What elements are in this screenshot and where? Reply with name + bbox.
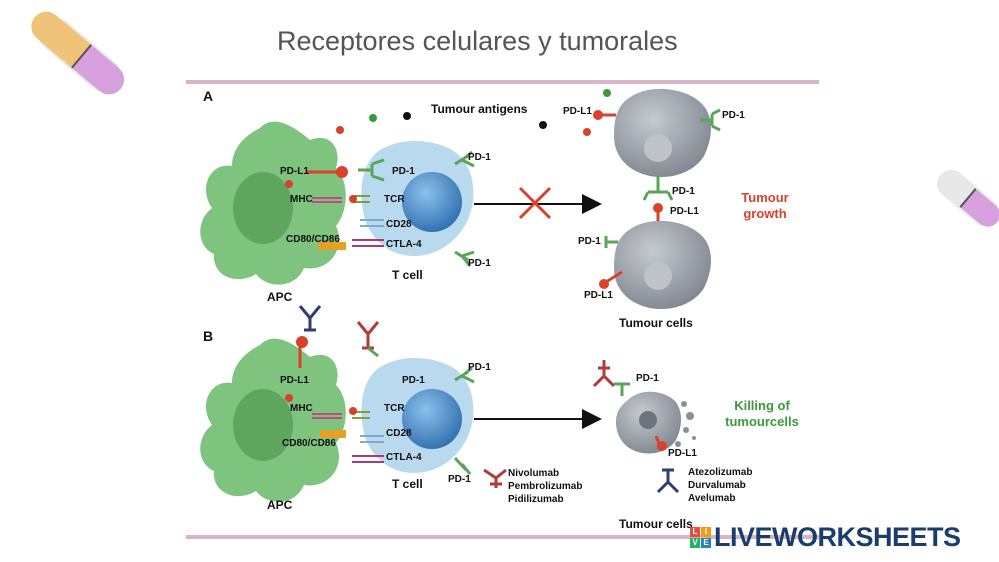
tumour-b-pdl1-label: PD-L1	[668, 448, 697, 459]
tumour-growth-label: Tumour growth	[730, 190, 800, 222]
tumour-b-pd1-label: PD-1	[636, 373, 659, 384]
apc-b-mhc-label: MHC	[290, 403, 313, 414]
drug-durvalumab: Durvalumab	[688, 479, 752, 492]
panel-a-letter: A	[203, 88, 213, 104]
tcell-b-ctla4-label: CTLA-4	[386, 452, 422, 463]
killing-line2: tumourcells	[716, 414, 808, 430]
apc-b-cd80-label: CD80/CD86	[282, 438, 336, 449]
tumour-a-pdl1-top-label: PD-L1	[563, 106, 592, 117]
tcell-a-tcr-label: TCR	[384, 194, 405, 205]
tcell-a-ctla4-label: CTLA-4	[386, 239, 422, 250]
apc-a-mhc-label: MHC	[290, 194, 313, 205]
tumour-a-pdl1-mid-label: PD-L1	[670, 206, 699, 217]
drug-pidilizumab: Pidilizumab	[508, 493, 582, 506]
tumour-cell-a-bottom	[614, 221, 711, 309]
tumour-a-pd1-right-label: PD-1	[722, 110, 745, 121]
tumour-a-pd1-mid-label: PD-1	[672, 186, 695, 197]
tumour-a-pd1-left-label: PD-1	[578, 236, 601, 247]
tcell-b-pd1-bottom-label: PD-1	[448, 474, 471, 485]
drug-nivolumab: Nivolumab	[508, 467, 582, 480]
pill-icon-right	[931, 164, 999, 233]
logo-letter-e: E	[701, 538, 711, 548]
liveworksheets-brand[interactable]: L I V E LIVEWORKSHEETS	[690, 522, 961, 552]
tcell-b-label: T cell	[392, 477, 423, 491]
drug-pembrolizumab: Pembrolizumab	[508, 480, 582, 493]
apc-a-cd80-label: CD80/CD86	[286, 234, 340, 245]
apc-cell-a	[200, 122, 346, 285]
tumour-antigens-label: Tumour antigens	[431, 102, 527, 116]
tcell-a-pd1-bottom-label: PD-1	[468, 258, 491, 269]
tumour-growth-line2: growth	[730, 206, 800, 222]
tcell-b-pd1-top-label: PD-1	[468, 362, 491, 373]
killing-line1: Killing of	[716, 398, 808, 414]
apc-cell-b	[200, 339, 346, 502]
tcell-b-pd1-label: PD-1	[402, 375, 425, 386]
apc-b-pdl1-label: PD-L1	[280, 375, 309, 386]
panel-b-letter: B	[203, 328, 213, 344]
tumour-a-pdl1-bottom-label: PD-L1	[584, 290, 613, 301]
tumour-b-cells-label: Tumour cells	[619, 517, 693, 531]
drug-avelumab: Avelumab	[688, 492, 752, 505]
liveworksheets-wordmark: LIVEWORKSHEETS	[714, 522, 961, 553]
tcell-a-label: T cell	[392, 268, 423, 282]
drug-atezolizumab: Atezolizumab	[688, 466, 752, 479]
anti-pdl1-drug-list: Atezolizumab Durvalumab Avelumab	[688, 466, 752, 505]
tumour-cell-b	[616, 392, 696, 454]
apc-a-pdl1-label: PD-L1	[280, 166, 309, 177]
tumour-growth-line1: Tumour	[730, 190, 800, 206]
tumour-a-cells-label: Tumour cells	[619, 316, 693, 330]
tcell-b-cd28-label: CD28	[386, 428, 412, 439]
tcell-b-tcr-label: TCR	[384, 403, 405, 414]
anti-pd1-drug-list: Nivolumab Pembrolizumab Pidilizumab	[508, 467, 582, 506]
pill-icon-left	[24, 4, 132, 102]
tcell-a-cd28-label: CD28	[386, 219, 412, 230]
tumour-cell-a-top	[614, 89, 711, 177]
logo-letter-v: V	[690, 538, 700, 548]
apc-a-label: APC	[267, 290, 292, 304]
apc-b-label: APC	[267, 498, 292, 512]
logo-letter-i: I	[701, 527, 711, 537]
tcell-a-pd1-label: PD-1	[392, 166, 415, 177]
killing-tumour-label: Killing of tumourcells	[716, 398, 808, 430]
logo-letter-l: L	[690, 527, 700, 537]
tcell-a-pd1-top-label: PD-1	[468, 152, 491, 163]
liveworksheets-logo-icon: L I V E	[690, 527, 711, 548]
